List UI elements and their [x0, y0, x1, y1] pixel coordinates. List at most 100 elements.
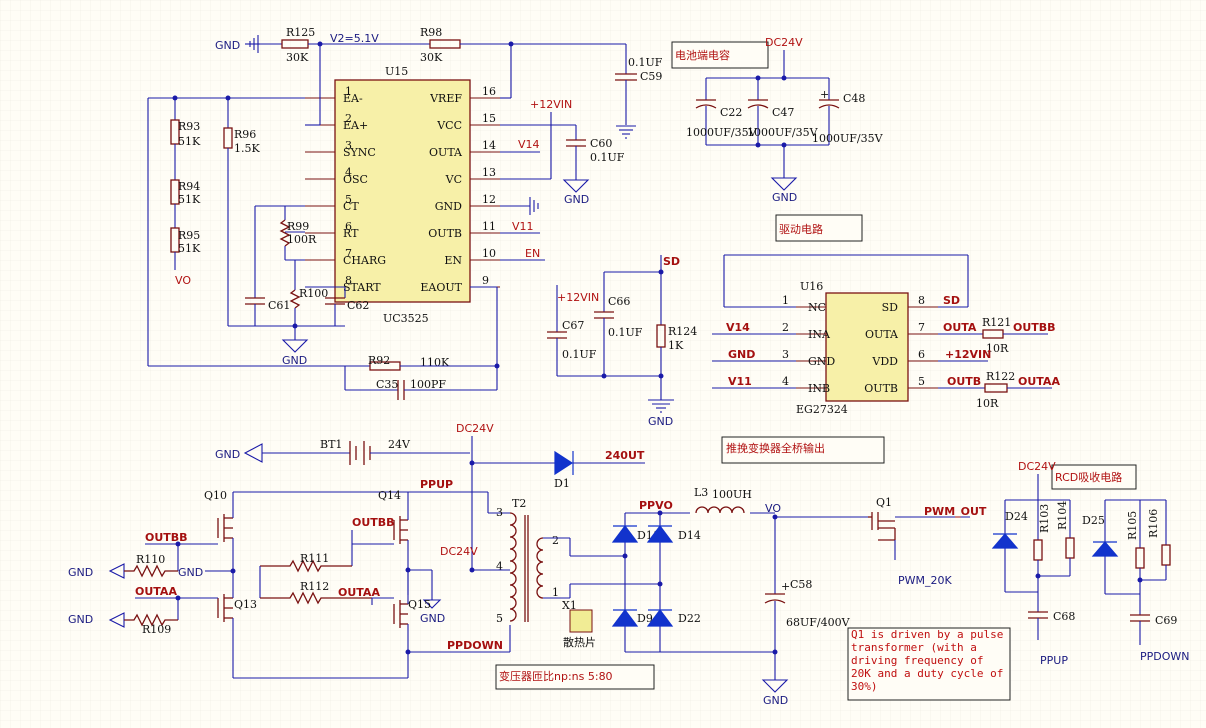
c22-value: 1000UF/35V	[686, 126, 758, 139]
p12vin-label-uc: +12VIN	[530, 98, 572, 111]
uc3525-pin-5-number: 5	[345, 193, 352, 206]
c47-value: 1000UF/35V	[747, 126, 819, 139]
pwm-out-label: PWM_OUT	[924, 505, 987, 518]
uc3525-body[interactable]	[334, 79, 471, 303]
eg27324-pin-5-number: 5	[918, 375, 925, 388]
out240-label: 240UT	[605, 449, 645, 462]
ppdown-label-bridge: PPDOWN	[447, 639, 503, 652]
diode-d22[interactable]	[646, 609, 674, 627]
r124-value: 1K	[668, 339, 684, 352]
uc3525-block[interactable]: U15 UC3525 1EA-2EA+3SYNC4OSC5CT6RT7CHARG…	[305, 65, 500, 325]
bt1-value: 24V	[388, 438, 411, 451]
d25-ref: D25	[1082, 514, 1105, 527]
c58-value: 68UF/400V	[786, 616, 851, 629]
gnd-label-eg: GND	[728, 348, 755, 361]
t2-ref: T2	[512, 497, 526, 510]
q10-ref: Q10	[204, 489, 227, 502]
c61-ref: C61	[268, 299, 290, 312]
r93-value: 51K	[178, 135, 201, 148]
ppvo-label: PPVO	[639, 499, 673, 512]
diode-d9[interactable]	[611, 609, 639, 627]
r104-ref: R104	[1056, 501, 1069, 530]
uc3525-pin-15-number: 15	[482, 112, 496, 125]
ppup-label-bridge: PPUP	[420, 478, 453, 491]
uc3525-pin-7-number: 7	[345, 247, 352, 260]
r98-value: 30K	[420, 51, 443, 64]
uc3525-pin-8-name: START	[343, 281, 381, 294]
diode-d11[interactable]	[611, 525, 639, 543]
eg27324-part: EG27324	[796, 403, 848, 416]
gnd-symbol-output: GND	[761, 679, 789, 707]
sd-label-top: SD	[663, 255, 680, 268]
uc3525-pin-16-name: VREF	[429, 92, 462, 105]
uc3525-pin-14-name: OUTA	[429, 146, 463, 159]
v14-label-uc: V14	[518, 138, 540, 151]
gnd-label-c60: GND	[564, 193, 589, 206]
c35-ref: C35	[376, 378, 398, 391]
r121-value: 10R	[986, 342, 1009, 355]
c68-ref: C68	[1053, 610, 1075, 623]
eg27324-pin-8-number: 8	[918, 294, 925, 307]
uc3525-pin-12-number: 12	[482, 193, 496, 206]
c67-ref: C67	[562, 319, 584, 332]
uc3525-pin-14-number: 14	[482, 139, 496, 152]
r99-value: 100R	[287, 233, 317, 246]
uc3525-pin-9-name: EAOUT	[420, 281, 462, 294]
uc3525-pin-16-number: 16	[482, 85, 496, 98]
q1[interactable]	[868, 512, 896, 541]
r122-value: 10R	[976, 397, 999, 410]
diode-d24[interactable]	[991, 533, 1019, 549]
c66-ref: C66	[608, 295, 630, 308]
p12vin-label-c67: +12VIN	[557, 291, 599, 304]
pwm20k-label: PWM_20K	[898, 574, 952, 587]
d24-ref: D24	[1005, 510, 1028, 523]
d22-ref: D22	[678, 612, 701, 625]
diode-d14[interactable]	[646, 525, 674, 543]
c59-value: 0.1UF	[628, 56, 663, 69]
r92-ref: R92	[368, 354, 390, 367]
eg27324-pin-7-number: 7	[918, 321, 925, 334]
vo-net-label: VO	[175, 274, 191, 287]
c66-value: 0.1UF	[608, 326, 643, 339]
eg27324-pin-3-number: 3	[782, 348, 789, 361]
r94-ref: R94	[178, 180, 200, 193]
gnd-symbol-top: GND	[215, 35, 260, 53]
r92-value: 110K	[420, 356, 450, 369]
c48-ref: C48	[843, 92, 865, 105]
eg27324-pin-6-number: 6	[918, 348, 925, 361]
r125-ref: R125	[286, 26, 315, 39]
eg27324-pin-5-name: OUTB	[864, 382, 898, 395]
r110-ref: R110	[136, 553, 165, 566]
en-label-uc: EN	[525, 247, 540, 260]
c67-value: 0.1UF	[562, 348, 597, 361]
q10[interactable]	[217, 492, 234, 590]
t2-pin5: 5	[496, 612, 503, 625]
uc3525-pin-4-number: 4	[345, 166, 352, 179]
q13[interactable]	[217, 590, 234, 678]
r103-ref: R103	[1038, 504, 1051, 533]
r98-ref: R98	[420, 26, 442, 39]
eg27324-body[interactable]	[825, 292, 909, 402]
uc3525-pin-5-name: CT	[343, 200, 359, 213]
q15-ref: Q15	[408, 598, 431, 611]
outa-label-eg: OUTA	[943, 321, 977, 334]
uc3525-pin-12-name: GND	[435, 200, 462, 213]
r111-ref: R111	[300, 552, 329, 565]
c47-ref: C47	[772, 106, 794, 119]
note-rcd-box	[1051, 464, 1137, 490]
c35-value: 100PF	[410, 378, 446, 391]
ppup-label-rcd: PPUP	[1040, 654, 1068, 667]
uc3525-pin-13-number: 13	[482, 166, 496, 179]
heatsink-x1[interactable]	[569, 609, 593, 633]
note-battery-caps: 电池端电容	[675, 48, 730, 62]
note-q1-box	[847, 627, 1011, 701]
diode-d25[interactable]	[1091, 541, 1119, 557]
c48-value: 1000UF/35V	[812, 132, 884, 145]
uc3525-pin-6-name: RT	[343, 227, 359, 240]
transformer-t2[interactable]	[509, 512, 544, 622]
